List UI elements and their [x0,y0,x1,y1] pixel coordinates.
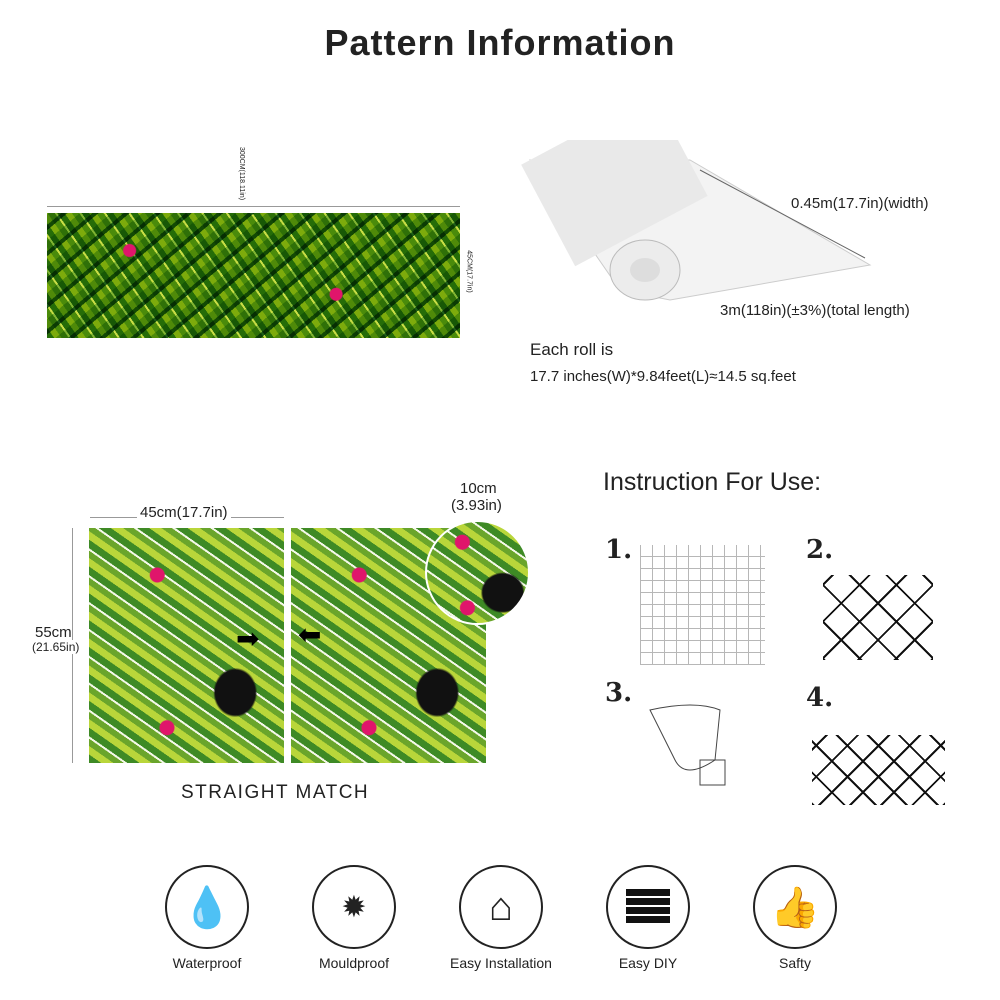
length-dimension-line [47,206,460,207]
house-icon: ⌂ [459,865,543,949]
feature-label: Easy DIY [618,955,678,971]
feature-safty: 👍 Safty [730,865,860,971]
feature-mouldproof: ✹ Mouldproof [289,865,419,971]
instructions-heading: Instruction For Use: [603,468,822,496]
water-drop-icon: 💧 [165,865,249,949]
match-height-label-in: (21.65in) [32,640,80,654]
match-height-label: 55cm [35,624,72,641]
roll-area-label: 17.7 inches(W)*9.84feet(L)≈14.5 sq.feet [530,368,796,385]
thumbs-up-icon: 👍 [753,865,837,949]
feature-label: Mouldproof [318,955,390,971]
roll-width-label: 0.45m(17.7in)(width) [791,195,929,212]
step-number-4: 4. [806,683,834,713]
step-number-2: 2. [806,535,834,565]
step1-illustration [640,545,765,665]
step4-illustration [812,735,945,805]
wallpaper-strip-preview [47,213,460,338]
feature-label: Easy Installation [450,955,552,971]
length-label: 300CM(118.11in) [238,146,246,201]
roll-illustration [521,140,872,301]
wallpaper-panel-left [89,528,284,763]
match-width-label: 45cm(17.7in) [137,504,231,521]
feature-easy-diy: Easy DIY [583,865,713,971]
feature-waterproof: 💧 Waterproof [142,865,272,971]
arrow-right-icon: ➡ [236,623,260,654]
repeat-label-in: (3.93in) [451,497,502,514]
step2-illustration [823,575,933,660]
repeat-label: 10cm [460,480,497,497]
feature-label: Waterproof [172,955,242,971]
page-title: Pattern Information [324,22,676,63]
step3-illustration [649,704,726,786]
feature-label: Safty [779,955,811,971]
mould-spores-icon: ✹ [312,865,396,949]
brick-wall-icon [606,865,690,949]
step-number-3: 3. [605,678,633,708]
arrow-left-icon: ⬅ [298,619,322,650]
roll-length-label: 3m(118in)(±3%)(total length) [720,302,910,319]
repeat-circle [425,520,530,625]
step-number-1: 1. [605,535,633,565]
each-roll-label: Each roll is [530,340,614,359]
straight-match-caption: STRAIGHT MATCH [181,782,370,803]
feature-easy-installation: ⌂ Easy Installation [436,865,566,971]
